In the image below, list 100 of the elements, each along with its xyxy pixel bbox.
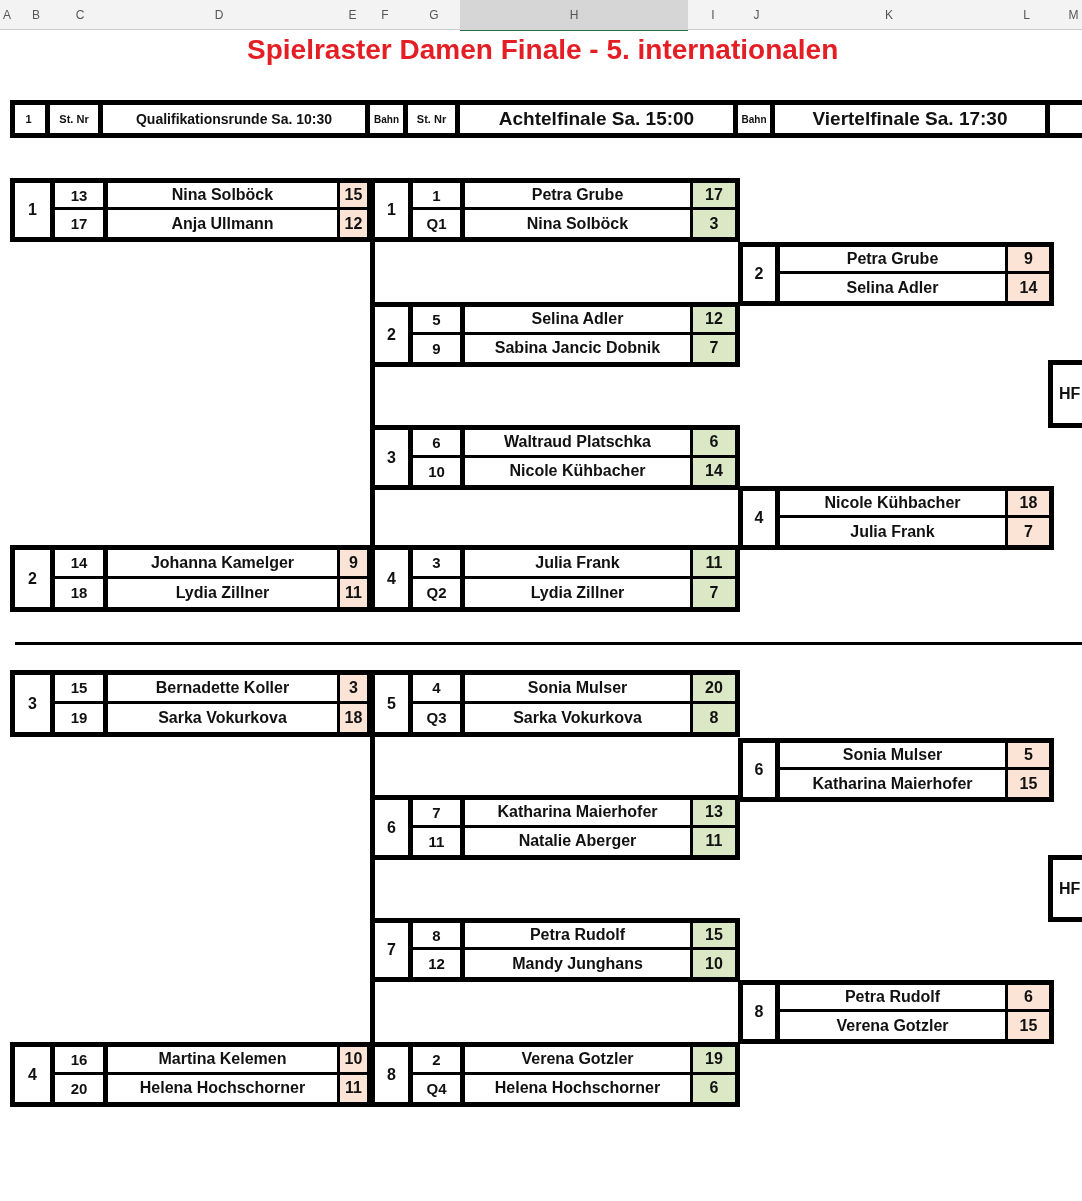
match-box [738, 486, 1054, 550]
score-cell: 11 [693, 827, 735, 855]
score-cell: 9 [340, 550, 367, 579]
score-cell: 7 [693, 578, 735, 607]
start-number: 1 [413, 183, 465, 210]
start-number: 20 [55, 1074, 108, 1102]
match-box [738, 242, 1054, 306]
start-number: 9 [413, 334, 465, 362]
column-letter: E [347, 7, 358, 24]
start-number: 8 [413, 923, 465, 950]
player-name: Martina Kelemen [108, 1047, 340, 1075]
lane-number: 1 [15, 183, 55, 237]
player-name: Nina Solböck [108, 183, 340, 210]
score-cell: 6 [1008, 985, 1049, 1012]
round-label: HF [1059, 879, 1081, 898]
score-cell: 6 [693, 1074, 735, 1102]
start-number: 6 [413, 430, 465, 458]
score-cell: 15 [1008, 770, 1049, 797]
start-number: 14 [55, 550, 108, 579]
semifinal-box [1048, 360, 1082, 428]
lane-number: 4 [375, 550, 413, 607]
score-cell: 15 [1008, 1012, 1049, 1039]
score-cell: 3 [340, 675, 367, 704]
column-letter: I [710, 7, 716, 24]
score-cell: 12 [340, 210, 367, 237]
column-letter: B [31, 7, 41, 24]
score-cell: 6 [693, 430, 735, 458]
column-heading: Bahn [370, 105, 408, 133]
start-number: Q4 [413, 1074, 465, 1102]
match-box [738, 738, 1054, 802]
score-cell: 11 [340, 578, 367, 607]
column-heading: St. Nr [50, 105, 103, 133]
start-number: 10 [413, 457, 465, 485]
score-cell: 5 [1008, 743, 1049, 770]
score-cell: 18 [1008, 491, 1049, 518]
lane-number: 2 [375, 307, 413, 362]
score-cell: 12 [693, 307, 735, 335]
score-cell: 3 [693, 210, 735, 237]
score-cell: 14 [693, 457, 735, 485]
start-number: 13 [55, 183, 108, 210]
column-letter: K [884, 7, 894, 24]
column-heading: Bahn [738, 105, 775, 133]
match-box [10, 178, 372, 242]
start-number: 18 [55, 578, 108, 607]
score-cell: 11 [693, 550, 735, 579]
score-cell: 14 [1008, 274, 1049, 301]
score-cell: 15 [693, 923, 735, 950]
start-number: 11 [413, 827, 465, 855]
column-heading: Qualifikationsrunde Sa. 10:30 [103, 105, 370, 133]
lane-number: 4 [15, 1047, 55, 1102]
match-box [10, 670, 372, 737]
column-heading: Viertelfinale Sa. 17:30 [775, 105, 1050, 133]
lane-number: 2 [743, 247, 780, 301]
lane-number: 8 [743, 985, 780, 1039]
match-box [10, 1042, 372, 1107]
score-cell: 7 [1008, 518, 1049, 545]
column-letter: J [752, 7, 761, 24]
lane-number: 3 [15, 675, 55, 732]
score-cell: 8 [693, 703, 735, 732]
start-number: Q1 [413, 210, 465, 237]
match-box [738, 980, 1054, 1044]
score-cell: 9 [1008, 247, 1049, 274]
start-number: 15 [55, 675, 108, 704]
lane-number: 8 [375, 1047, 413, 1102]
start-number: 16 [55, 1047, 108, 1075]
column-letter: L [1022, 7, 1031, 24]
start-number: 19 [55, 703, 108, 732]
lane-number: 6 [375, 800, 413, 855]
start-number: 12 [413, 950, 465, 977]
column-heading: Achtelfinale Sa. 15:00 [460, 105, 738, 133]
start-number: 7 [413, 800, 465, 828]
column-letter: C [74, 7, 86, 24]
start-number: 2 [413, 1047, 465, 1075]
score-cell: 15 [340, 183, 367, 210]
start-number: 5 [413, 307, 465, 335]
score-cell: 7 [693, 334, 735, 362]
lane-number: 3 [375, 430, 413, 485]
start-number: 17 [55, 210, 108, 237]
sheet-title: Spielraster Damen Finale - 5. internationalen [247, 34, 839, 66]
match-box [10, 545, 372, 612]
start-number: Q3 [413, 703, 465, 732]
score-cell: 10 [693, 950, 735, 977]
lane-number: 2 [15, 550, 55, 607]
lane-number: 6 [743, 743, 780, 797]
lane-number: 4 [743, 491, 780, 545]
start-number: 3 [413, 550, 465, 579]
column-letter: G [428, 7, 440, 24]
score-cell: 13 [693, 800, 735, 828]
lane-number: 5 [375, 675, 413, 732]
lane-number: 1 [375, 183, 413, 237]
start-number: 4 [413, 675, 465, 704]
column-heading: St. Nr [408, 105, 460, 133]
score-cell: 10 [340, 1047, 367, 1075]
score-cell: 19 [693, 1047, 735, 1075]
column-letter: A [2, 7, 12, 24]
round-label: HF [1059, 385, 1081, 403]
score-cell: 20 [693, 675, 735, 704]
column-letter: M [1067, 7, 1080, 24]
semifinal-box [1048, 855, 1082, 922]
column-letter: H [460, 0, 688, 30]
